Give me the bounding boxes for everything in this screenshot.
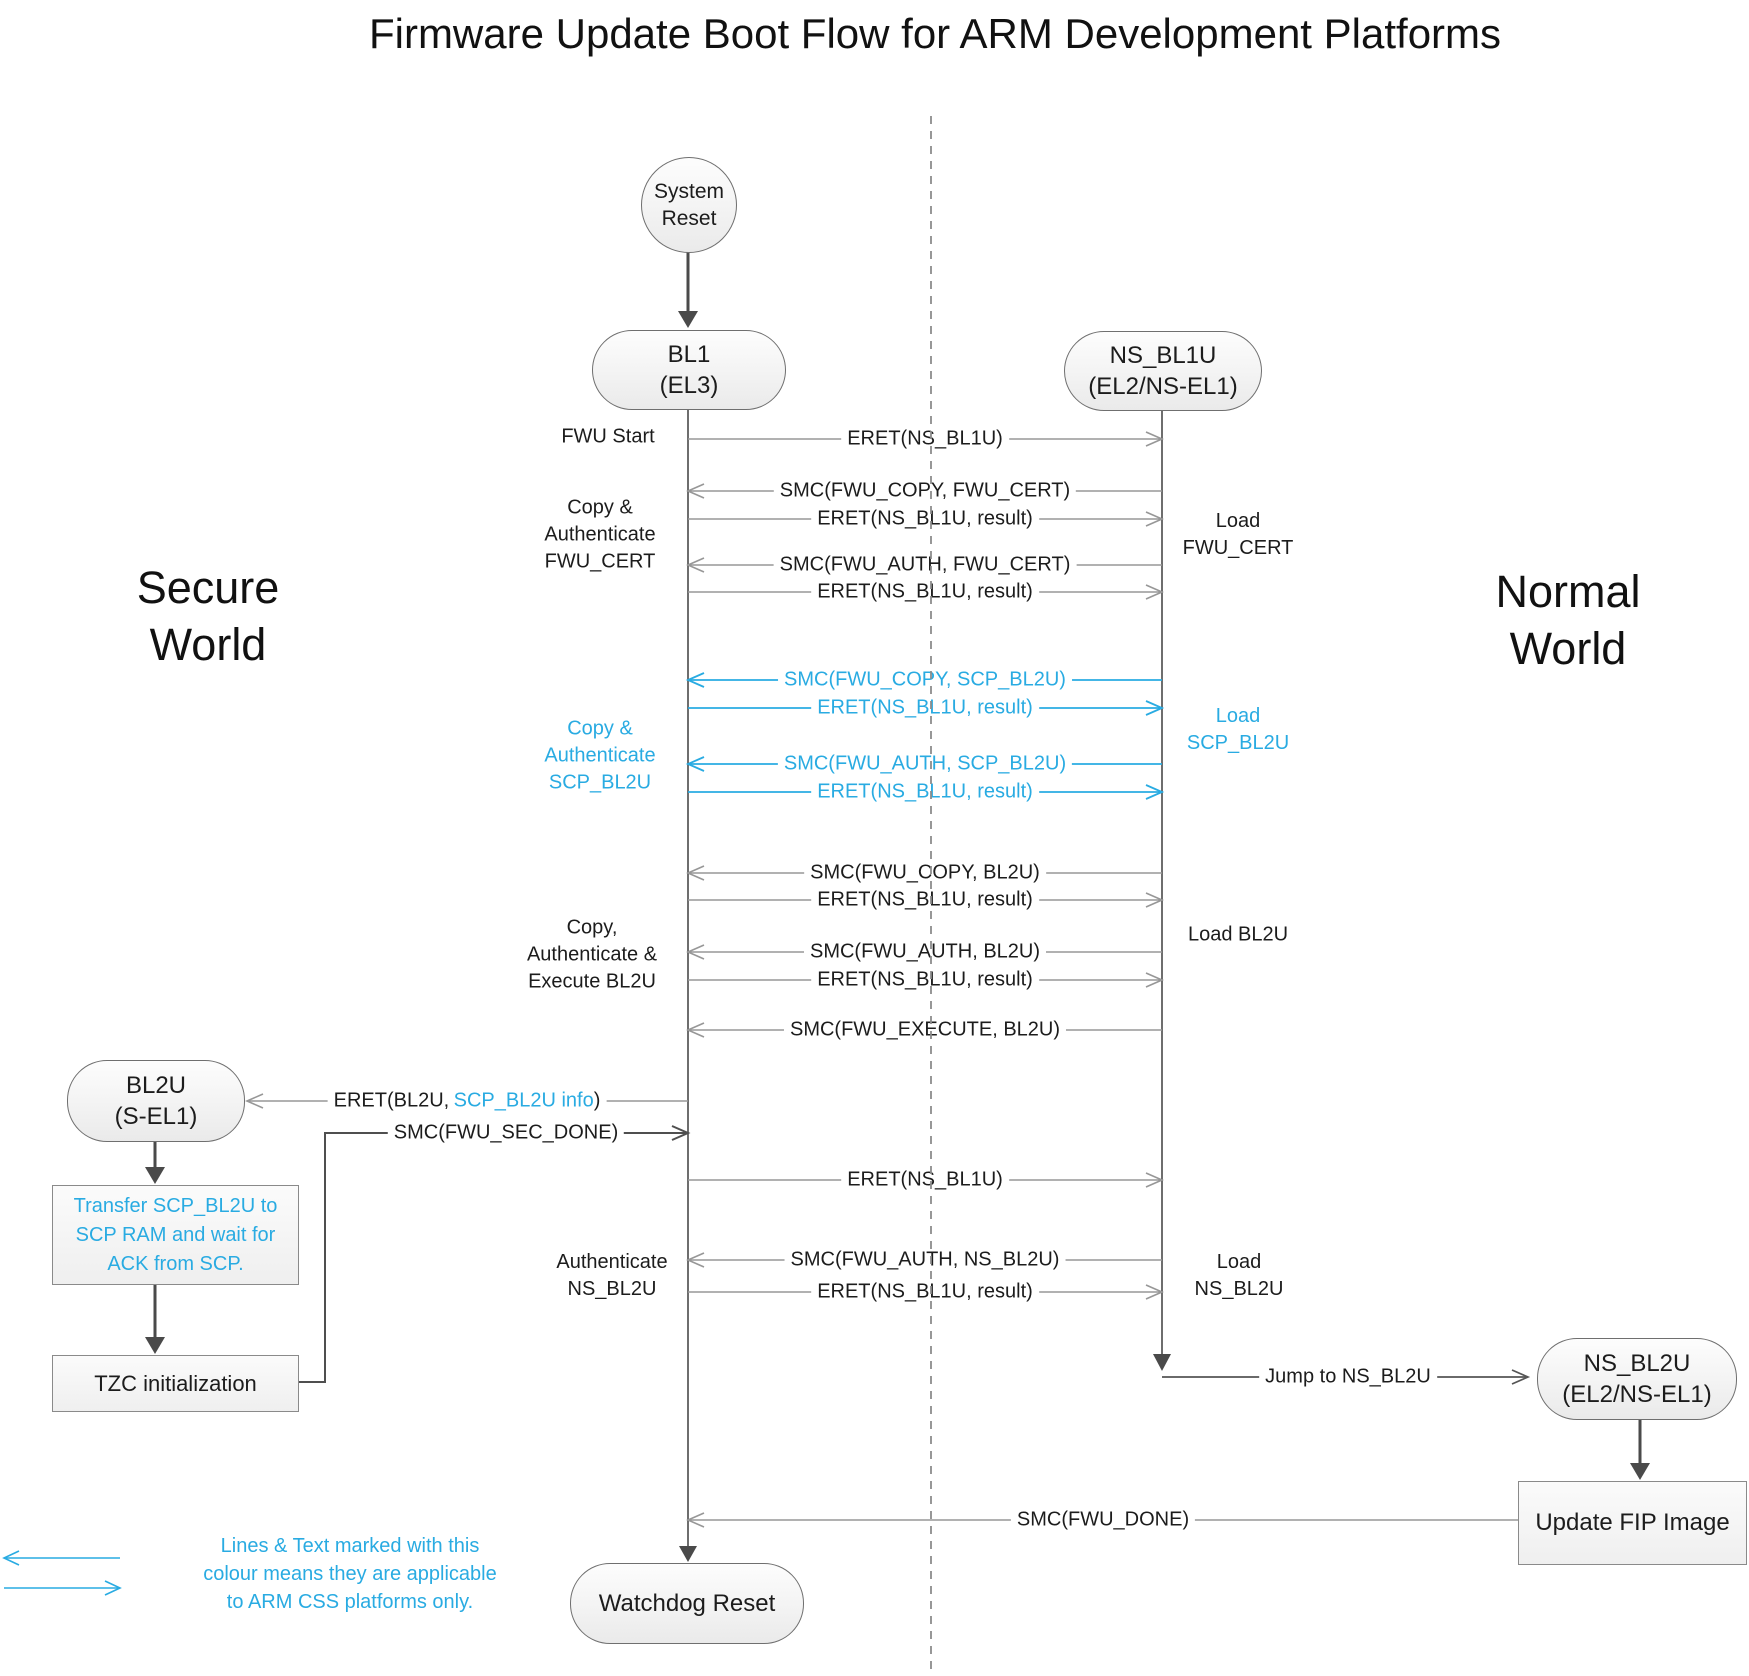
msg-eret-result-7: ERET(NS_BL1U, result)	[811, 1280, 1039, 1304]
node-bl2u-line1: BL2U	[125, 1072, 187, 1099]
flow-arrows	[153, 252, 1642, 1465]
msg-smc-sec-done: SMC(FWU_SEC_DONE)	[387, 1121, 625, 1145]
label-fwu-start: FWU Start	[561, 425, 655, 448]
msg-smc-auth-fwu-cert: SMC(FWU_AUTH, FWU_CERT)	[773, 553, 1077, 577]
lifelines	[687, 408, 1163, 1548]
node-watchdog-label: Watchdog Reset	[598, 1590, 776, 1617]
msg-jump-ns-bl2u: Jump to NS_BL2U	[1259, 1365, 1437, 1389]
box-update-fip-text: Update FIP Image	[1535, 1509, 1730, 1536]
msg-eret-result-6: ERET(NS_BL1U, result)	[811, 968, 1039, 992]
label-auth-ns-bl2u: Authenticate NS_BL2U	[556, 1251, 668, 1300]
msg-eret-result-1: ERET(NS_BL1U, result)	[811, 507, 1039, 531]
label-copy-auth-fwu-cert: Copy & Authenticate FWU_CERT	[544, 496, 656, 573]
page-title: Firmware Update Boot Flow for ARM Develo…	[368, 10, 1502, 57]
label-load-ns-bl2u: Load NS_BL2U	[1194, 1251, 1284, 1300]
secure-world-label: Secure World	[136, 562, 280, 670]
normal-world-label: Normal World	[1495, 566, 1641, 674]
node-ns-bl2u-line2: (EL2/NS-EL1)	[1562, 1381, 1712, 1408]
label-load-fwu-cert: Load FWU_CERT	[1182, 510, 1294, 559]
legend-arrows	[2, 1550, 122, 1596]
msg-smc-auth-ns-bl2u: SMC(FWU_AUTH, NS_BL2U)	[784, 1248, 1066, 1272]
msg-smc-copy-scp-bl2u: SMC(FWU_COPY, SCP_BL2U)	[778, 668, 1072, 692]
msg-eret-ns-bl1u-1: ERET(NS_BL1U)	[841, 427, 1009, 451]
node-bl1-line1: BL1	[667, 341, 711, 368]
node-bl1-line2: (EL3)	[659, 372, 719, 399]
msg-smc-copy-bl2u: SMC(FWU_COPY, BL2U)	[804, 861, 1046, 885]
box-transfer-scp-bl2u: Transfer SCP_BL2U to SCP RAM and wait fo…	[52, 1185, 299, 1285]
node-watchdog-reset: Watchdog Reset	[570, 1563, 804, 1644]
box-update-fip: Update FIP Image	[1518, 1481, 1747, 1565]
msg-smc-copy-fwu-cert: SMC(FWU_COPY, FWU_CERT)	[773, 479, 1077, 503]
msg-eret-result-2: ERET(NS_BL1U, result)	[811, 580, 1039, 604]
msg-smc-execute-bl2u: SMC(FWU_EXECUTE, BL2U)	[783, 1018, 1067, 1042]
msg-smc-auth-scp-bl2u: SMC(FWU_AUTH, SCP_BL2U)	[777, 752, 1073, 776]
box-tzc-init: TZC initialization	[52, 1355, 299, 1412]
box-tzc-text: TZC initialization	[94, 1370, 257, 1396]
node-system-reset: System Reset	[641, 157, 737, 253]
node-bl1: BL1 (EL3)	[592, 330, 786, 410]
msg-eret-bl2u: ERET(BL2U,SCP_BL2U info)	[327, 1089, 607, 1113]
node-bl2u: BL2U (S-EL1)	[67, 1060, 245, 1142]
node-system-reset-line2: Reset	[661, 207, 717, 230]
node-ns-bl1u-line2: (EL2/NS-EL1)	[1088, 373, 1238, 400]
legend-text: Lines & Text marked with this colour mea…	[203, 1535, 497, 1613]
ns-bl1u-end-arrowhead	[1153, 1354, 1171, 1371]
node-bl2u-line2: (S-EL1)	[114, 1103, 198, 1130]
label-copy-auth-exec-bl2u: Copy, Authenticate & Execute BL2U	[526, 916, 658, 993]
msg-eret-bl2u-highlight: SCP_BL2U info	[453, 1089, 594, 1112]
msg-smc-done: SMC(FWU_DONE)	[1010, 1508, 1196, 1532]
msg-eret-ns-bl1u-2: ERET(NS_BL1U)	[841, 1168, 1009, 1192]
msg-eret-result-3: ERET(NS_BL1U, result)	[811, 696, 1039, 720]
node-ns-bl2u-line1: NS_BL2U	[1583, 1350, 1691, 1377]
msg-eret-bl2u-prefix: ERET(BL2U,	[333, 1089, 450, 1112]
node-system-reset-line1: System	[653, 180, 724, 203]
box-transfer-text: Transfer SCP_BL2U to SCP RAM and wait fo…	[73, 1194, 278, 1275]
msg-eret-bl2u-suffix: )	[593, 1089, 601, 1112]
label-load-bl2u: Load BL2U	[1187, 923, 1289, 946]
watchdog-arrowhead	[679, 1546, 697, 1562]
node-ns-bl1u: NS_BL1U (EL2/NS-EL1)	[1064, 331, 1262, 411]
msg-smc-auth-bl2u: SMC(FWU_AUTH, BL2U)	[803, 940, 1047, 964]
label-copy-auth-scp-bl2u: Copy & Authenticate SCP_BL2U	[544, 717, 656, 794]
node-ns-bl2u: NS_BL2U (EL2/NS-EL1)	[1537, 1338, 1737, 1420]
label-load-scp-bl2u: Load SCP_BL2U	[1186, 705, 1290, 754]
node-ns-bl1u-line1: NS_BL1U	[1109, 342, 1217, 369]
msg-eret-result-4: ERET(NS_BL1U, result)	[811, 780, 1039, 804]
msg-eret-result-5: ERET(NS_BL1U, result)	[811, 888, 1039, 912]
